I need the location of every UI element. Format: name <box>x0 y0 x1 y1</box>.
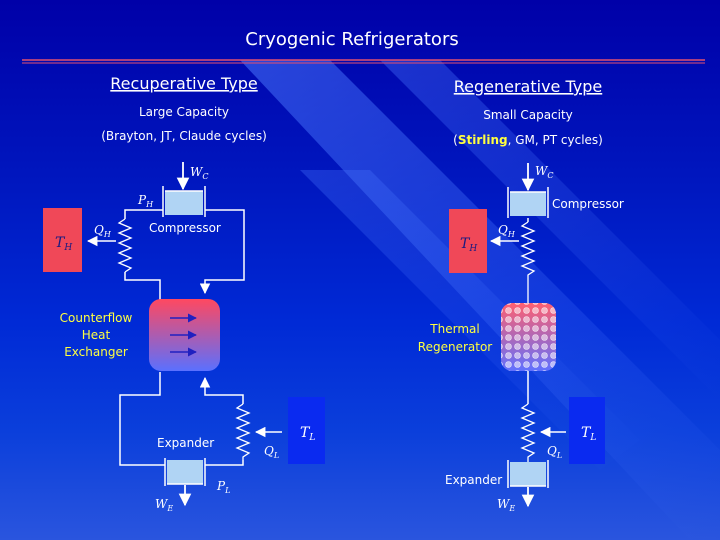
regenerative-capacity: Small Capacity <box>483 108 573 122</box>
regen-label-line2: Regenerator <box>418 340 493 354</box>
left-qh-label: QH <box>94 223 112 239</box>
hx-label-line1: Counterflow <box>60 311 133 325</box>
left-hot-reservoir <box>43 208 82 272</box>
hx-label-line3: Exchanger <box>64 345 128 359</box>
recuperative-cycles: (Brayton, JT, Claude cycles) <box>101 129 267 143</box>
right-qh-label: QH <box>498 223 516 239</box>
right-ql-label: QL <box>547 444 562 460</box>
right-expander-label: Expander <box>445 473 502 487</box>
recuperative-panel: Recuperative Type Large Capacity (Brayto… <box>43 74 325 513</box>
hx-label-line2: Heat <box>82 328 111 342</box>
left-compressor-label: Compressor <box>149 221 221 235</box>
background-beams <box>240 60 720 540</box>
left-cold-reservoir <box>288 397 325 464</box>
right-hot-reservoir <box>449 209 487 273</box>
slide-title: Cryogenic Refrigerators <box>245 29 458 50</box>
right-cold-coil <box>520 403 536 462</box>
left-we-label: WE <box>155 497 173 513</box>
left-wire-compressor-out <box>124 209 163 219</box>
right-compressor-box <box>510 192 546 216</box>
regen-label-line1: Thermal <box>429 322 479 336</box>
stirling-highlight: Stirling <box>458 133 508 147</box>
recuperative-heading: Recuperative Type <box>110 74 257 93</box>
left-cold-coil <box>235 403 251 460</box>
left-pl-label: PL <box>216 479 230 495</box>
right-wc-label: WC <box>535 164 553 180</box>
right-cold-reservoir <box>569 397 605 464</box>
regenerative-heading: Regenerative Type <box>454 77 602 96</box>
left-wire-expander-out <box>205 460 244 466</box>
right-th-label: TH <box>460 236 477 254</box>
regenerator-matrix-dots <box>501 303 556 371</box>
left-wire-to-hx <box>124 272 161 300</box>
left-expander-label: Expander <box>157 436 214 450</box>
left-hot-coil <box>117 218 133 273</box>
left-tl-label: TL <box>300 425 315 443</box>
regenerative-cycles: (Stirling, GM, PT cycles) <box>453 133 603 147</box>
left-expander-box <box>167 460 203 484</box>
right-expander-box <box>510 462 546 486</box>
recuperative-capacity: Large Capacity <box>139 105 229 119</box>
left-ph-label: PH <box>137 193 154 209</box>
right-hot-coil <box>520 221 536 303</box>
right-tl-label: TL <box>581 425 596 443</box>
left-wire-return <box>199 209 245 295</box>
left-compressor-box <box>165 191 203 215</box>
left-wire-up-to-hx <box>199 376 244 404</box>
right-we-label: WE <box>497 497 515 513</box>
regenerative-panel: Regenerative Type Small Capacity (Stirli… <box>418 77 624 513</box>
left-ql-label: QL <box>264 444 279 460</box>
right-compressor-label: Compressor <box>552 197 624 211</box>
left-th-label: TH <box>55 235 72 253</box>
left-wire-hx-to-expander <box>119 372 165 466</box>
left-wc-label: WC <box>190 165 208 181</box>
